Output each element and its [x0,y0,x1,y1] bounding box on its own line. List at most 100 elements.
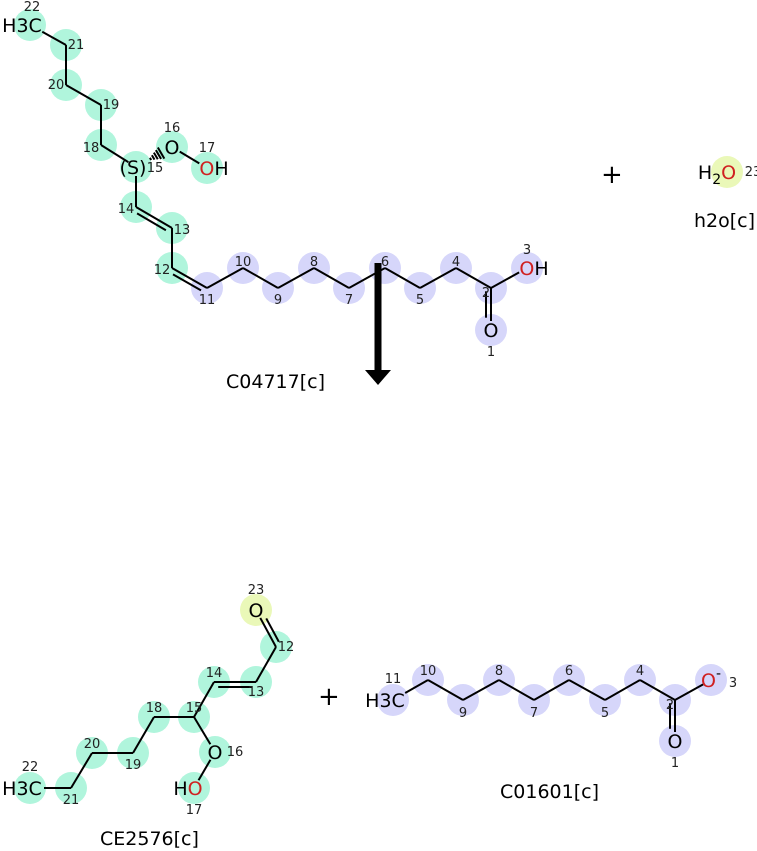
atom-highlight [156,131,188,163]
bond [427,679,464,701]
atom-label: OH [519,258,548,280]
atom-number: 16 [164,121,181,136]
atom-label: O [249,600,264,622]
atom-label: OH [199,158,228,180]
hashed-wedge-bond [156,147,166,160]
bond [132,716,155,754]
bond [65,84,102,106]
label-ce2576: CE2576[c] [100,828,199,850]
atom-number: 15 [186,701,203,716]
atom-number: 2 [482,286,490,301]
atom-number: 4 [452,255,460,270]
bond [135,206,173,229]
atom-number: 6 [381,255,389,270]
atom-number: 3 [523,243,531,258]
atom-label: O [208,742,223,764]
hashed-wedge-bond [151,154,156,161]
atom-highlight [377,684,409,716]
atom-number: 17 [199,141,216,156]
atom-number: 10 [420,664,437,679]
atom-highlight [711,156,743,188]
bond [604,679,641,701]
bond [197,759,212,781]
atom-number: 19 [103,98,120,113]
atom-number: 14 [118,202,135,217]
atom-number: 23 [248,583,265,598]
atom-highlight [199,736,231,768]
atom-number: 13 [248,685,265,700]
atom-number: 10 [235,255,252,270]
atom-label: O- [701,666,721,692]
atom-number: 15 [147,161,164,176]
atom-number: 1 [487,345,495,360]
atom-number: 8 [495,664,503,679]
atom-number: 3 [729,676,737,691]
atom-number: 16 [227,745,244,760]
atom-number: 7 [345,293,353,308]
bond [419,267,457,289]
bond [639,679,676,701]
hashed-wedge-bond [154,149,162,160]
atom-label: H2O [698,162,736,188]
atom-number: 12 [154,263,171,278]
bond [490,271,520,289]
atom-number: 14 [206,666,223,681]
bond [568,679,606,701]
molecule-c04717c: H3C2221201918(S)15O16OH17141312111098765… [2,0,548,360]
atom-number: 5 [416,293,424,308]
atom-number: 1 [671,756,679,771]
bond [313,267,350,289]
atom-number: 19 [125,758,142,773]
double-bond [136,212,167,232]
atom-highlight [191,152,223,184]
atom-number: 6 [565,664,573,679]
atom-number: 23 [745,165,757,180]
bond [255,646,277,683]
atom-number: 12 [278,640,295,655]
atom-label: O [484,320,499,342]
bond [179,150,200,165]
bond [206,267,244,289]
atom-number: 11 [385,672,402,687]
atom-number: 20 [48,78,65,93]
hashed-wedge-bond [153,152,159,160]
atom-number: 13 [174,223,191,238]
atom-number: 18 [146,701,163,716]
double-bond [172,273,202,292]
bond [455,267,492,289]
methyl-label: H3C [2,15,42,37]
atom-number: 8 [310,255,318,270]
bond [100,144,129,164]
plus-sign-top: + [601,160,623,190]
bond [41,30,67,46]
atom-number: 22 [24,0,41,15]
atom-highlight [120,151,152,183]
atom-number: 11 [199,293,216,308]
bond [242,267,279,289]
plus-sign-bottom: + [318,682,340,712]
bond [193,681,215,718]
bond [193,716,212,745]
atom-highlight [14,9,46,41]
atom-highlight [695,664,727,696]
atom-number: 7 [530,706,538,721]
methyl-label: H3C [2,778,42,800]
bond [384,267,421,289]
atom-highlight [475,314,507,346]
atom-number: 21 [68,38,85,53]
bond [259,617,277,648]
bond [404,679,429,694]
atom-highlight [178,772,210,804]
bond [70,752,93,789]
label-h2o: h2o[c] [694,210,756,232]
atom-number: 21 [63,793,80,808]
atom-label: O [165,137,180,159]
atom-number: 18 [83,141,100,156]
methyl-label: H3C [365,690,405,712]
bond [674,683,704,701]
label-c01601: C01601[c] [500,781,599,803]
bond [533,679,570,701]
molecule-h2oc: H2O 23 [698,156,757,188]
